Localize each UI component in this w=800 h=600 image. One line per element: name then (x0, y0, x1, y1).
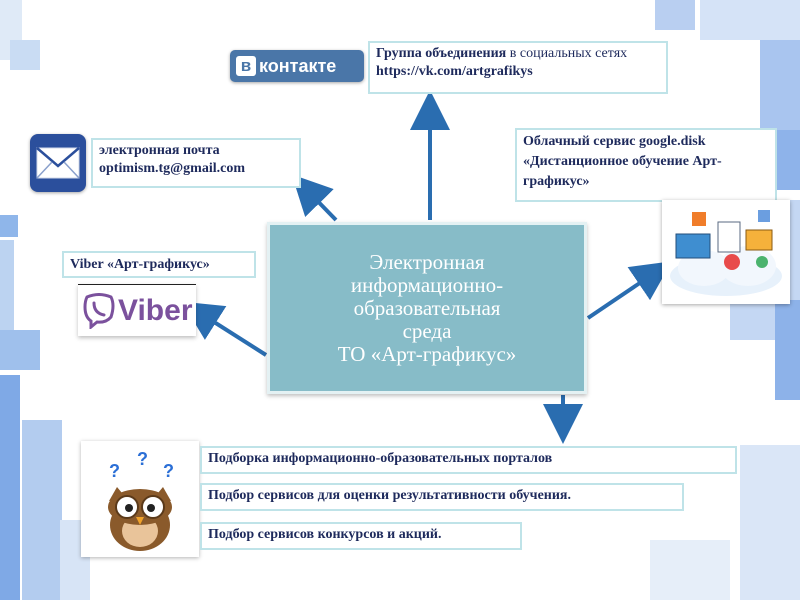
vk-group-label: Группа объединения (376, 46, 507, 61)
arrow-to-email (291, 174, 338, 222)
assessment-services-text: Подбор сервисов для оценки результативно… (208, 488, 572, 503)
cloud-service-box: Облачный сервис google.disk «Дистанционн… (515, 128, 777, 202)
viber-logo: Viber (78, 284, 196, 336)
viber-phone-icon (83, 292, 115, 329)
viber-logo-text: Viber (118, 293, 193, 327)
contest-services-bar: Подбор сервисов конкурсов и акций. (200, 522, 522, 550)
portals-bar-text: Подборка информационно-образовательных п… (208, 451, 553, 466)
email-box: электронная почта optimism.tg@gmail.com (91, 138, 301, 188)
vk-logo: в контакте (230, 50, 364, 82)
center-node: Электронная информационно- образовательн… (267, 222, 587, 394)
cloud-image (662, 200, 790, 304)
viber-label: Viber «Арт-графикус» (70, 257, 210, 272)
vk-group-url[interactable]: https://vk.com/artgrafikys (376, 64, 533, 79)
viber-box: Viber «Арт-графикус» (62, 251, 256, 278)
owl-image: ? ? ? (81, 441, 199, 557)
arrow-to-viber (181, 301, 268, 357)
cloud-service-line3: графикус» (523, 174, 590, 189)
assessment-services-bar: Подбор сервисов для оценки результативно… (200, 483, 684, 511)
cloud-service-line2: «Дистанционное обучение Арт- (523, 154, 722, 169)
vk-group-text: в социальных сетях (506, 46, 628, 61)
owl-icon (108, 487, 172, 551)
vk-group-box: Группа объединения в социальных сетях ht… (368, 41, 668, 94)
email-label: электронная почта (99, 143, 220, 158)
email-address[interactable]: optimism.tg@gmail.com (99, 161, 246, 176)
vk-logo-text: контакте (259, 56, 337, 76)
contest-services-text: Подбор сервисов конкурсов и акций. (208, 527, 442, 542)
email-icon (30, 134, 86, 192)
center-title: Электронная информационно- образовательн… (337, 249, 517, 366)
arrow-to-cloud (586, 261, 672, 320)
cloud-service-line1: Облачный сервис google.disk (523, 134, 706, 149)
vk-logo-letter: в (236, 56, 256, 76)
portals-bar: Подборка информационно-образовательных п… (200, 446, 737, 474)
